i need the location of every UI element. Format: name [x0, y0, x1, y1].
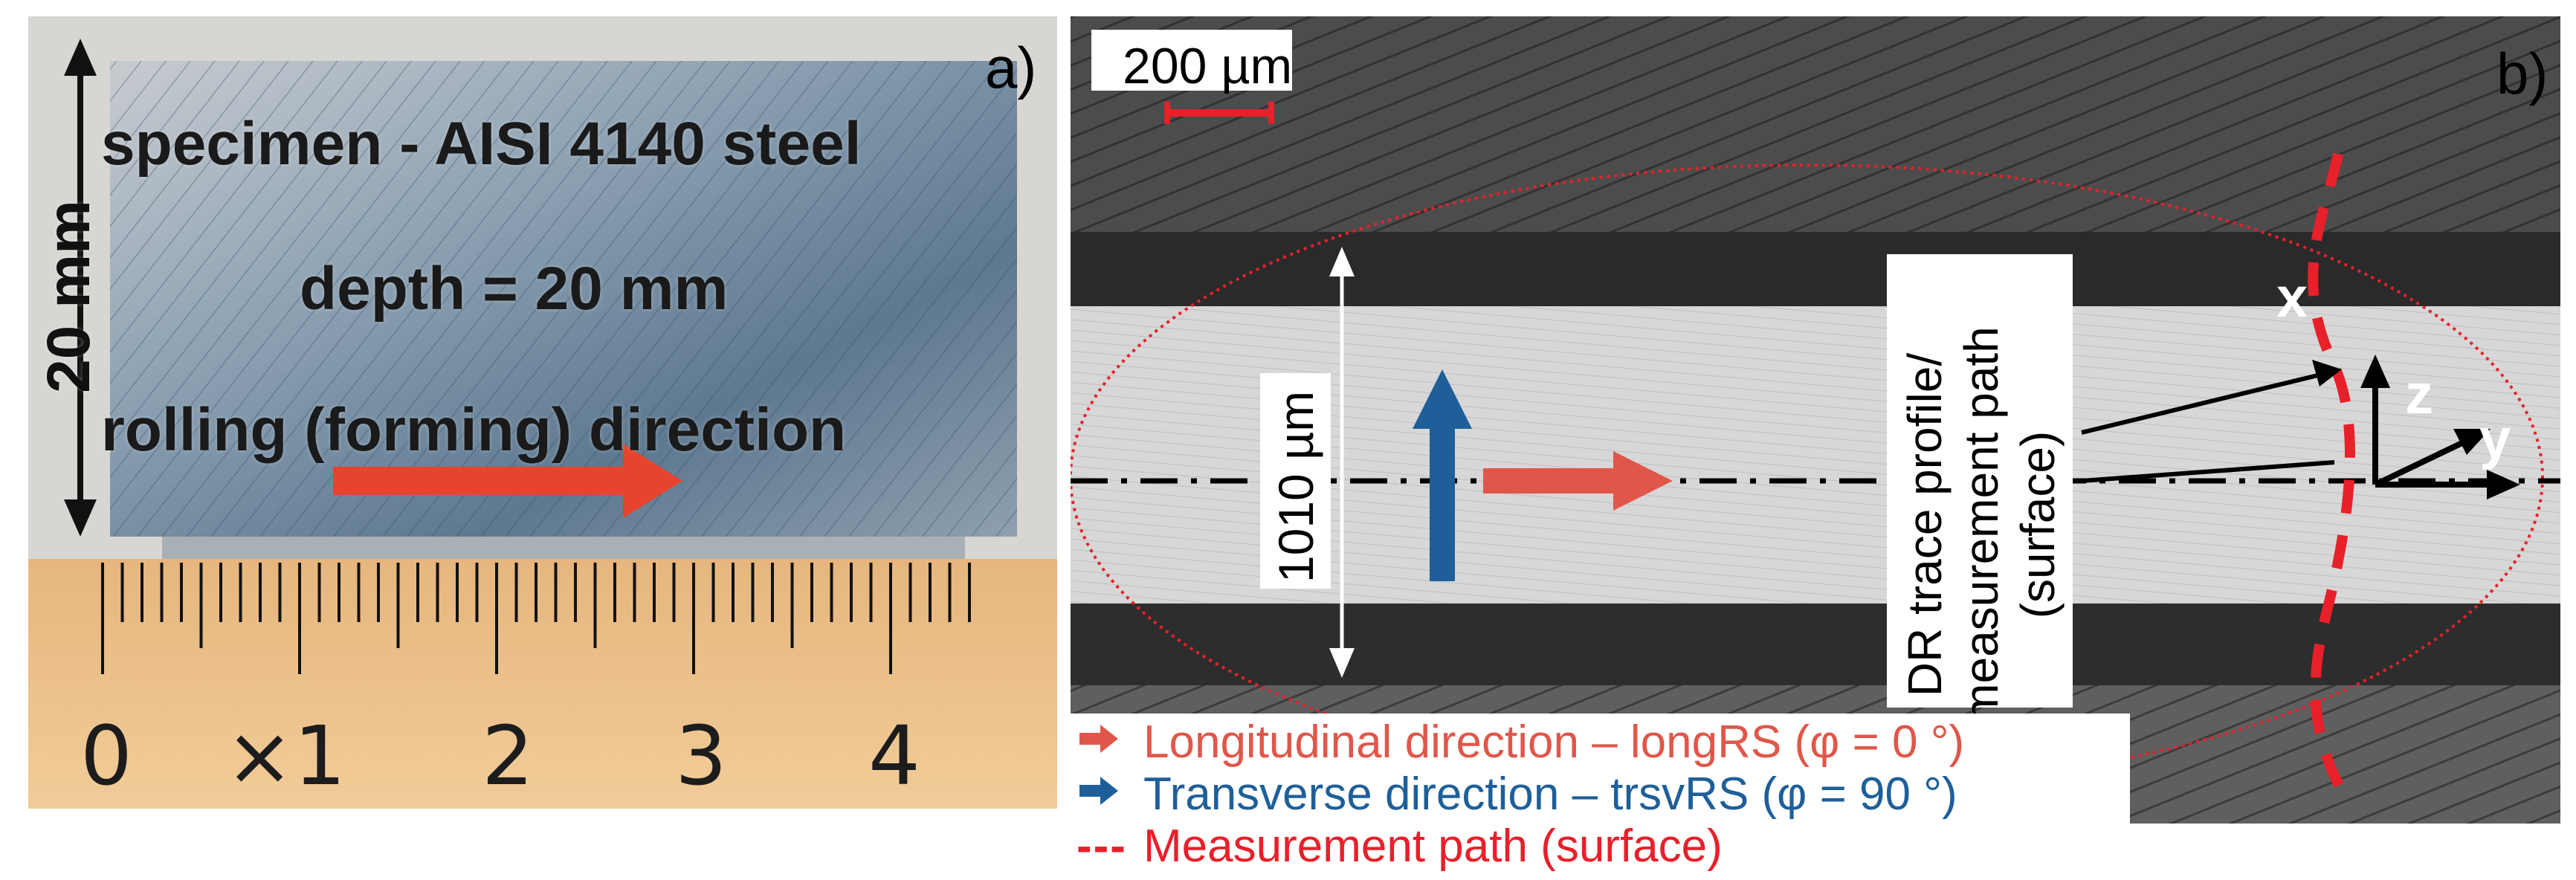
specimen-photo-graphics [28, 16, 1057, 809]
scale-bar-label: 200 µm [1123, 38, 1293, 94]
legend-measurement: --- Measurement path (surface) [1076, 824, 1723, 870]
trace-label-line: (surface) [2011, 430, 2065, 619]
ruler-number: 0 [80, 708, 132, 803]
trace-label-line: DR trace profile/ [1898, 352, 1952, 697]
axis-y-label: y [2479, 407, 2511, 470]
panel-a-letter: a) [985, 35, 1037, 100]
trace-label-line: measurement path [1954, 326, 2008, 723]
ruler-number: ×1 [225, 708, 346, 803]
legend-box [1071, 714, 2130, 880]
micrograph: 200 µm 1010 µm DR trace profile/ measure… [1071, 16, 2560, 824]
axis-x-label: x [2276, 266, 2308, 329]
legend-transverse: Transverse direction – trsvRS (φ = 90 °) [1076, 771, 1957, 818]
specimen-height-label: 20 mm [35, 200, 103, 393]
specimen-depth: depth = 20 mm [300, 255, 729, 323]
z-axis-arrow [2453, 429, 2491, 455]
legend-measurement-text: Measurement path (surface) [1143, 821, 1723, 872]
legend-longitudinal-text: Longitudinal direction – longRS (φ = 0 °… [1143, 716, 1965, 768]
panel-b-letter: b) [2496, 41, 2548, 106]
scale-bar-box [1091, 30, 1292, 91]
axis-z-label: z [2405, 363, 2433, 426]
ruler-ticks [101, 563, 971, 674]
width-label: 1010 µm [1268, 390, 1323, 583]
legend-longitudinal: Longitudinal direction – longRS (φ = 0 °… [1076, 719, 1964, 766]
legend-transverse-text: Transverse direction – trsvRS (φ = 90 °) [1143, 769, 1957, 820]
specimen-photo: 20 mm specimen - AISI 4140 steel depth =… [28, 16, 1057, 809]
longitudinal-legend-arrow-icon [1076, 719, 1143, 766]
measurement-legend-dash-icon: --- [1076, 821, 1127, 872]
x-axis-arrow [2360, 355, 2390, 388]
trace-label-box [1887, 254, 2073, 708]
ruler-number: 4 [868, 708, 920, 803]
transverse-legend-arrow-icon [1076, 771, 1143, 818]
width-label-box [1260, 373, 1331, 589]
y-axis-arrow [2487, 470, 2520, 499]
ruler-number: 2 [482, 708, 534, 803]
rolling-direction-label: rolling (forming) direction [101, 396, 847, 464]
ruler-number: 3 [675, 708, 727, 803]
specimen-title: specimen - AISI 4140 steel [101, 110, 862, 178]
rolling-direction-arrow [623, 444, 682, 518]
trace-label: DR trace profile/ measurement path (surf… [1897, 298, 2066, 751]
